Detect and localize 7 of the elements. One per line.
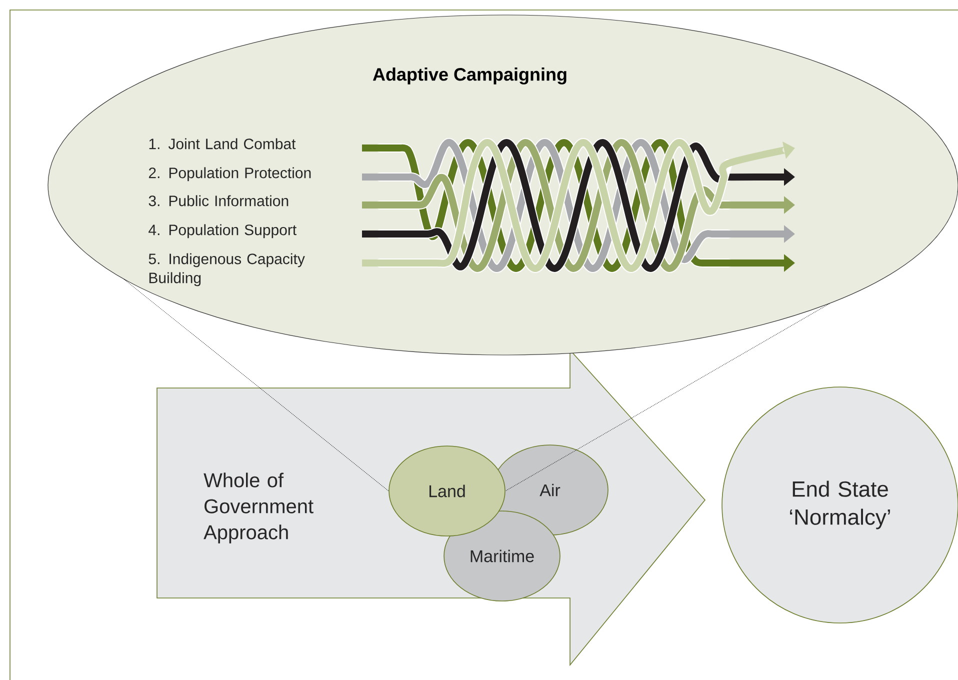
strand-label: 3. Public Information — [148, 195, 288, 206]
strand-label: 1. Joint Land Combat — [149, 138, 296, 150]
strand-label: 5. Indigenous Capacity Building — [148, 253, 305, 286]
leader-line — [505, 303, 830, 492]
strand-label: 2. Population Protection — [148, 167, 311, 182]
strand-label: 4. Population Support — [148, 224, 296, 238]
leader-line — [124, 279, 389, 492]
